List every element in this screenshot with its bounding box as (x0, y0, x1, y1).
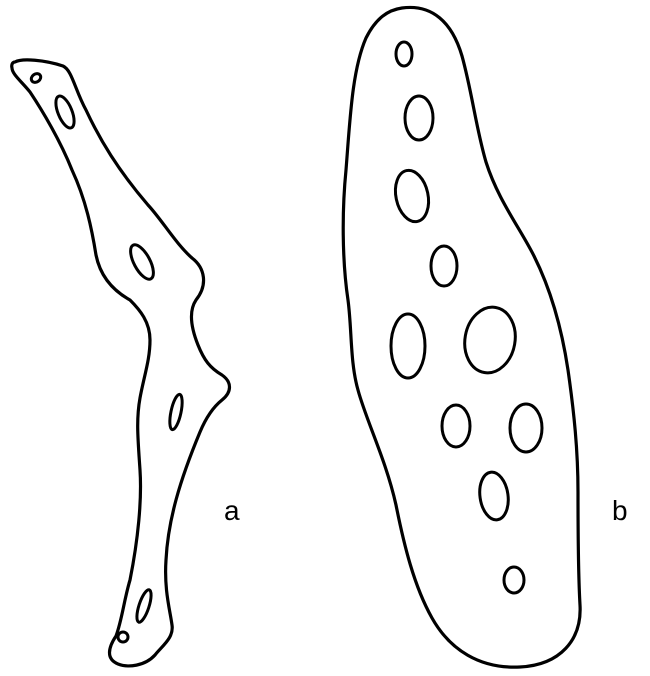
panel-b-hole-6 (460, 303, 521, 377)
panel-b-hole-3 (391, 167, 433, 225)
panel-b-hole-4 (431, 246, 457, 286)
panel-a-hole-4 (167, 393, 184, 430)
panel-b-hole-7 (442, 405, 470, 447)
panel-a: a (12, 60, 240, 666)
panel-b-hole-9 (477, 470, 511, 521)
panel-b-hole-1 (396, 42, 412, 66)
panel-a-hole-6 (118, 632, 128, 642)
panel-a-hole-1 (30, 72, 43, 84)
panel-a-outline (12, 60, 230, 666)
panel-a-label: a (224, 495, 240, 526)
panel-b-hole-2 (405, 96, 433, 140)
panel-b-label: b (612, 495, 628, 526)
panel-a-hole-2 (52, 94, 78, 131)
panel-a-hole-5 (134, 588, 154, 623)
panel-b-outline (343, 7, 580, 667)
panel-b: b (343, 7, 627, 667)
panel-a-hole-3 (126, 241, 158, 282)
panel-b-hole-10 (504, 567, 524, 593)
panel-b-hole-8 (510, 404, 542, 452)
panel-b-hole-5 (391, 314, 425, 378)
